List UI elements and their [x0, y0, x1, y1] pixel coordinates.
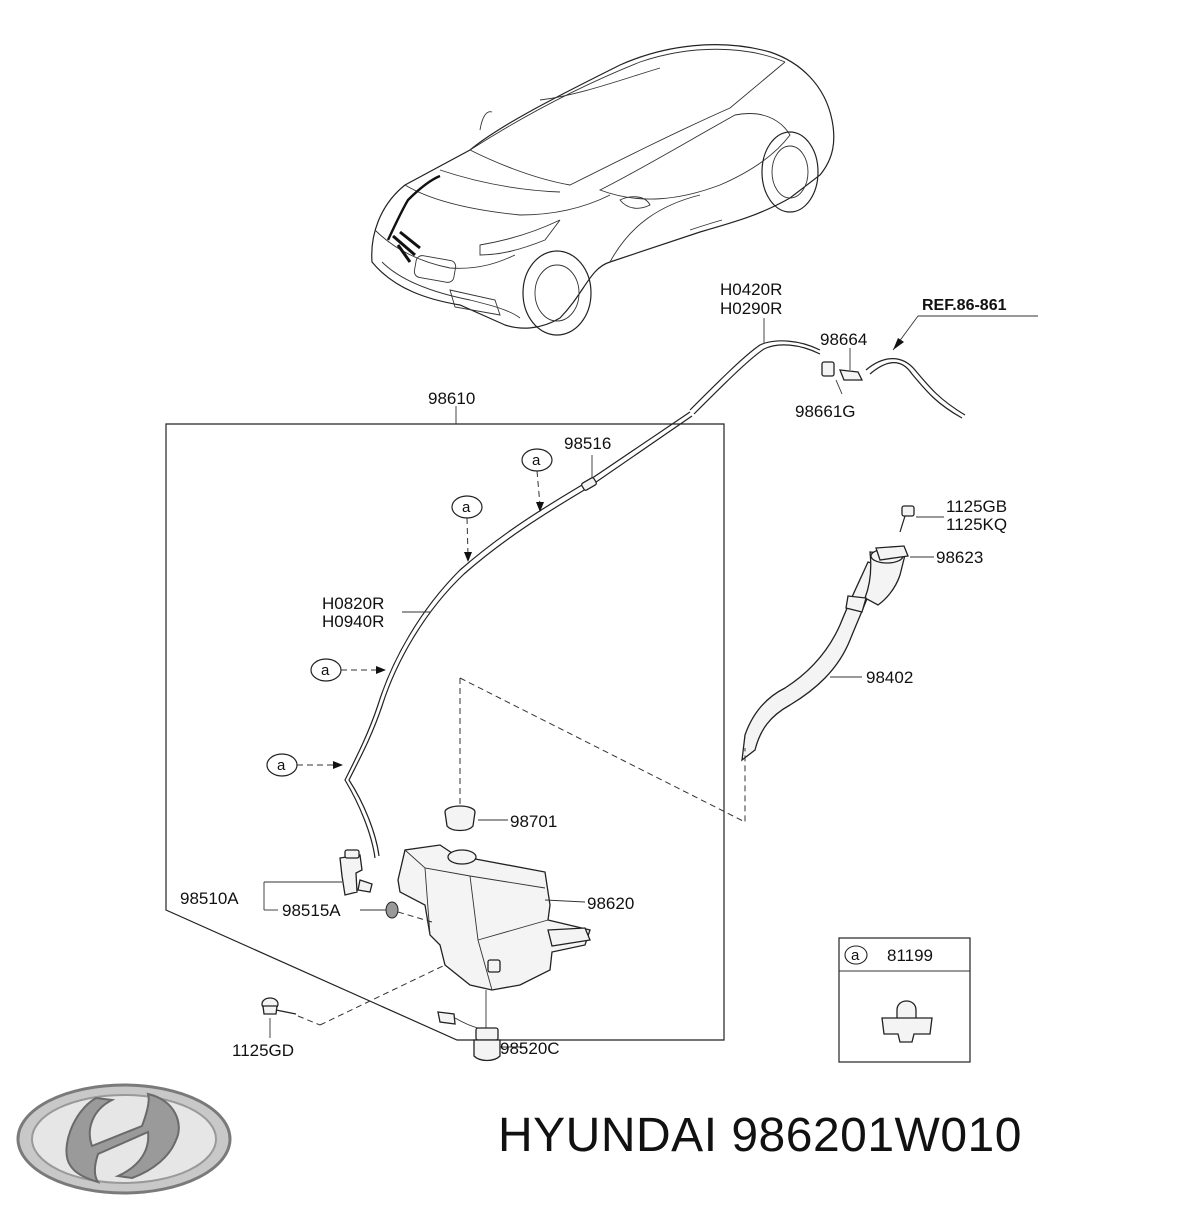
part-label-98516: 98516 [564, 434, 611, 453]
bolt-1125gd: 1125GD [232, 964, 446, 1060]
svg-text:a: a [851, 947, 860, 964]
part-label-81199: 81199 [887, 946, 933, 965]
part-label-h0420r: H0420R [720, 280, 782, 299]
seal-98701: 98701 [444, 805, 557, 832]
part-label-1125gb: 1125GB [946, 497, 1007, 516]
part-label-h0940r: H0940R [322, 612, 384, 631]
inset-81199: a 81199 [838, 937, 971, 1063]
part-label-98661g: 98661G [795, 402, 856, 421]
svg-text:a: a [532, 452, 541, 469]
brand-part-number: HYUNDAI 986201W010 [498, 1109, 1022, 1162]
reservoir-98620: 98620 [397, 844, 634, 991]
svg-text:a: a [321, 662, 330, 679]
pump-98510a: 98510A 98515A [180, 849, 433, 923]
car-illustration [371, 44, 835, 336]
part-label-1125kq: 1125KQ [946, 515, 1007, 534]
part-label-98402: 98402 [866, 668, 913, 687]
callout-a-1: a [521, 448, 553, 512]
svg-text:a: a [277, 757, 286, 774]
sensor-98520c: 98520C [437, 990, 560, 1062]
part-label-h0820r: H0820R [322, 594, 384, 613]
part-label-1125gd: 1125GD [232, 1041, 294, 1060]
hyundai-logo-icon [16, 1083, 232, 1195]
callout-a-3: a [310, 658, 386, 682]
part-label-98520c: 98520C [500, 1039, 560, 1058]
part-label-98510a: 98510A [180, 889, 239, 908]
part-label-98610: 98610 [428, 389, 475, 408]
callout-a-4: a [266, 753, 343, 777]
part-label-98664: 98664 [820, 330, 867, 349]
ref-label: REF.86-861 [922, 297, 1007, 314]
part-label-98623: 98623 [936, 548, 983, 567]
part-label-98515a: 98515A [282, 901, 341, 920]
assembly-frame [165, 423, 725, 1041]
callout-a-2: a [451, 495, 483, 562]
svg-text:a: a [462, 499, 471, 516]
part-label-98620: 98620 [587, 894, 634, 913]
part-label-98701: 98701 [510, 812, 557, 831]
part-label-h0290r: H0290R [720, 299, 782, 318]
